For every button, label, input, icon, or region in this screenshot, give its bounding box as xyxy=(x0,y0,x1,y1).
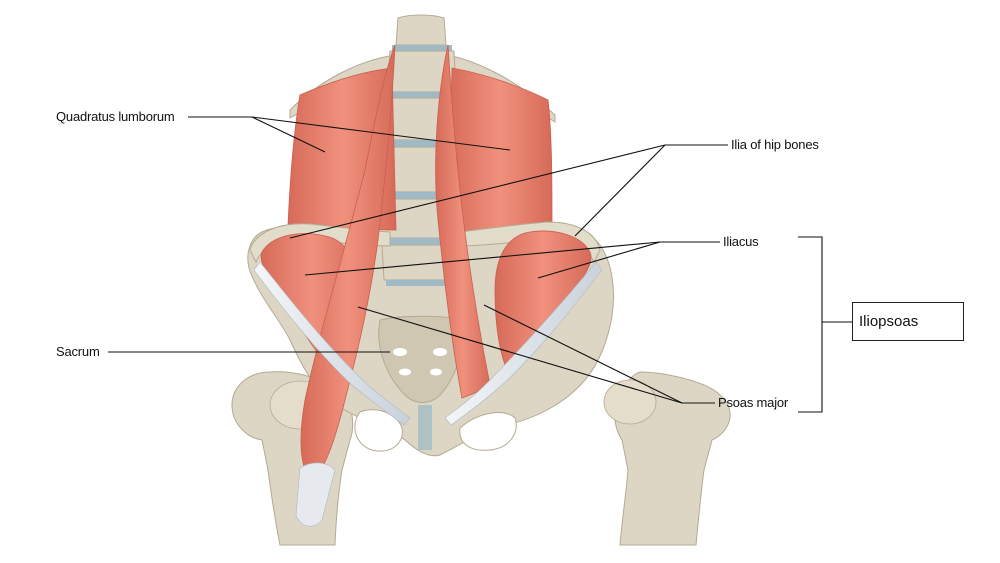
label-ilia-of-hip-bones: Ilia of hip bones xyxy=(731,137,819,152)
sacrum-bone xyxy=(378,315,463,403)
label-psoas-major: Psoas major xyxy=(718,395,789,410)
inguinal-ligaments xyxy=(253,261,603,426)
leader-lines xyxy=(108,116,852,413)
label-iliacus: Iliacus xyxy=(723,234,759,249)
psoas-tendon xyxy=(295,462,336,527)
label-quadratus-lumborum: Quadratus lumborum xyxy=(56,109,175,124)
label-sacrum: Sacrum xyxy=(56,344,100,359)
label-iliopsoas-box: Iliopsoas xyxy=(852,302,964,341)
right-femur xyxy=(603,371,731,546)
